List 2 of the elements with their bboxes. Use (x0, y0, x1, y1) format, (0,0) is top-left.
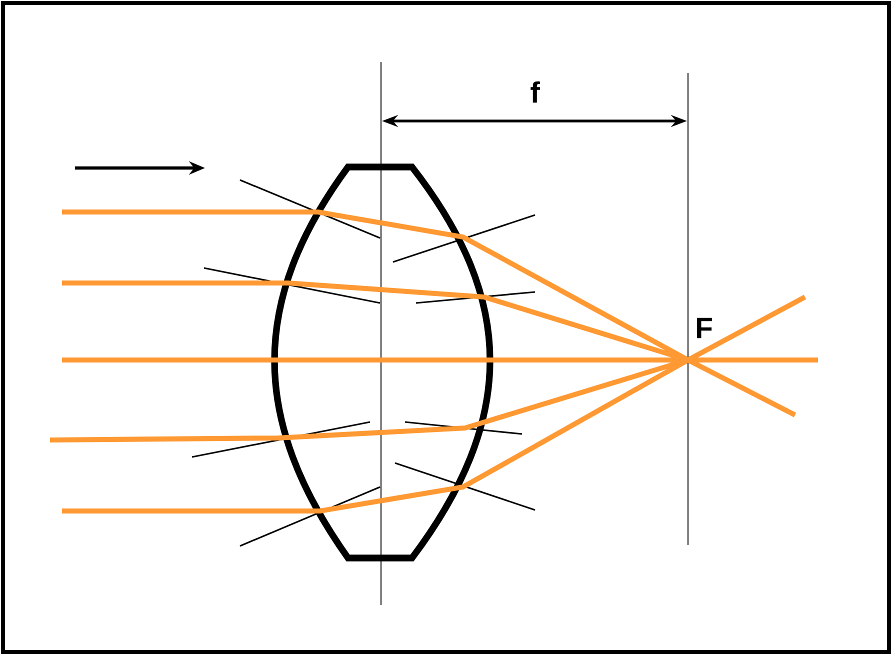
focal-point-label: F (697, 318, 712, 338)
dimension-label: f (530, 81, 540, 103)
